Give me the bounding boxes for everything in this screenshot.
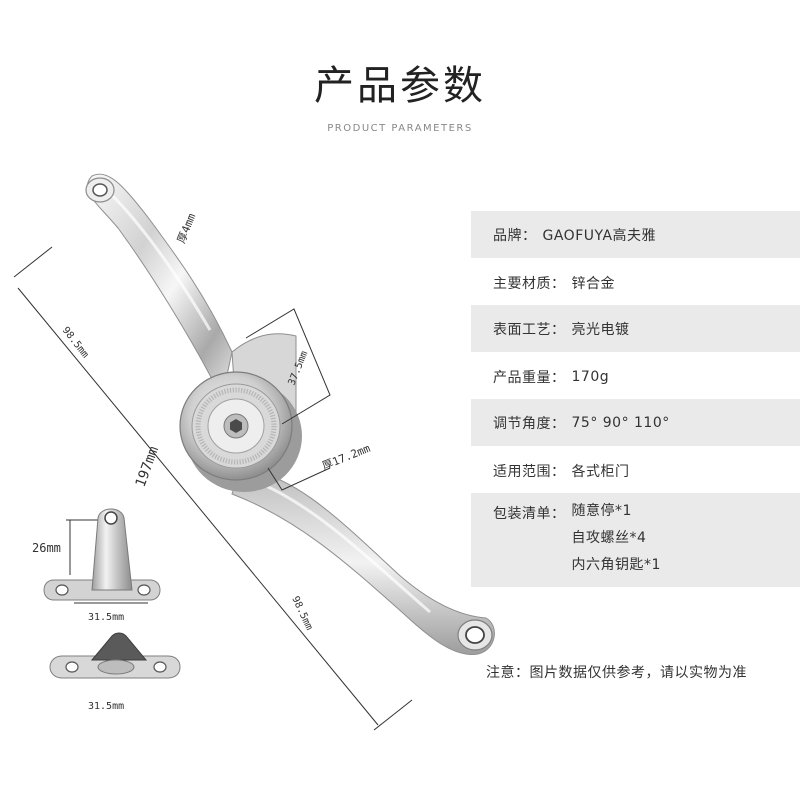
list-item: 自攻螺丝*4 — [571, 530, 647, 546]
disc-thickness-label: 厚17.2mm — [320, 442, 372, 473]
upper-arm — [86, 173, 233, 400]
spec-value: GAOFUYA高夫雅 — [542, 227, 657, 244]
spec-row-application: 适用范围： 各式柜门 — [471, 446, 800, 496]
bracket-width-bottom-label: 31.5mm — [88, 701, 124, 712]
spec-row-package: 包装清单： 随意停*1 自攻螺丝*4 内六角钥匙*1 — [471, 493, 800, 587]
spec-value: 亮光电镀 — [571, 321, 630, 338]
spec-label: 包装清单： — [493, 506, 566, 522]
spec-value: 锌合金 — [571, 276, 615, 292]
arm-half-upper-label: 98.5mm — [60, 325, 91, 360]
page-title: 产品参数 — [314, 63, 486, 109]
spec-value: 各式柜门 — [571, 464, 630, 480]
spec-value: 170g — [571, 369, 610, 385]
spec-label: 表面工艺： — [493, 321, 566, 338]
lower-arm — [231, 469, 495, 656]
spec-label: 品牌： — [493, 227, 537, 244]
mounting-bracket-front — [43, 508, 161, 601]
spec-label: 主要材质： — [493, 276, 566, 292]
list-item: 随意停*1 — [571, 503, 632, 519]
spec-label: 调节角度： — [493, 415, 566, 432]
spec-row-angle: 调节角度： 75° 90° 110° — [471, 399, 800, 446]
spec-label: 产品重量： — [493, 370, 566, 386]
bracket-width-top-label: 31.5mm — [88, 612, 124, 623]
total-length-label: 197mm — [133, 444, 162, 489]
hex-socket-icon — [230, 419, 242, 433]
list-item: 内六角钥匙*1 — [571, 557, 661, 573]
spec-row-finish: 表面工艺： 亮光电镀 — [471, 305, 800, 352]
spec-row-weight: 产品重量： 170g — [471, 352, 800, 402]
package-list: 随意停*1 自攻螺丝*4 内六角钥匙*1 — [572, 498, 661, 579]
arm-half-lower-label: 98.5mm — [289, 595, 314, 632]
bracket-height-label: 26mm — [32, 541, 61, 555]
mounting-bracket-top — [49, 632, 181, 679]
hinge-disc — [179, 371, 302, 492]
spec-row-brand: 品牌： GAOFUYA高夫雅 — [471, 211, 800, 258]
spec-value: 75° 90° 110° — [571, 414, 670, 431]
arm-thickness-label: 厚4mm — [175, 211, 199, 245]
disclaimer-note: 注意：图片数据仅供参考，请以实物为准 — [486, 665, 747, 681]
spec-label: 适用范围： — [493, 464, 566, 480]
spec-row-material: 主要材质： 锌合金 — [471, 258, 800, 308]
page-subtitle: PRODUCT PARAMETERS — [327, 123, 473, 134]
